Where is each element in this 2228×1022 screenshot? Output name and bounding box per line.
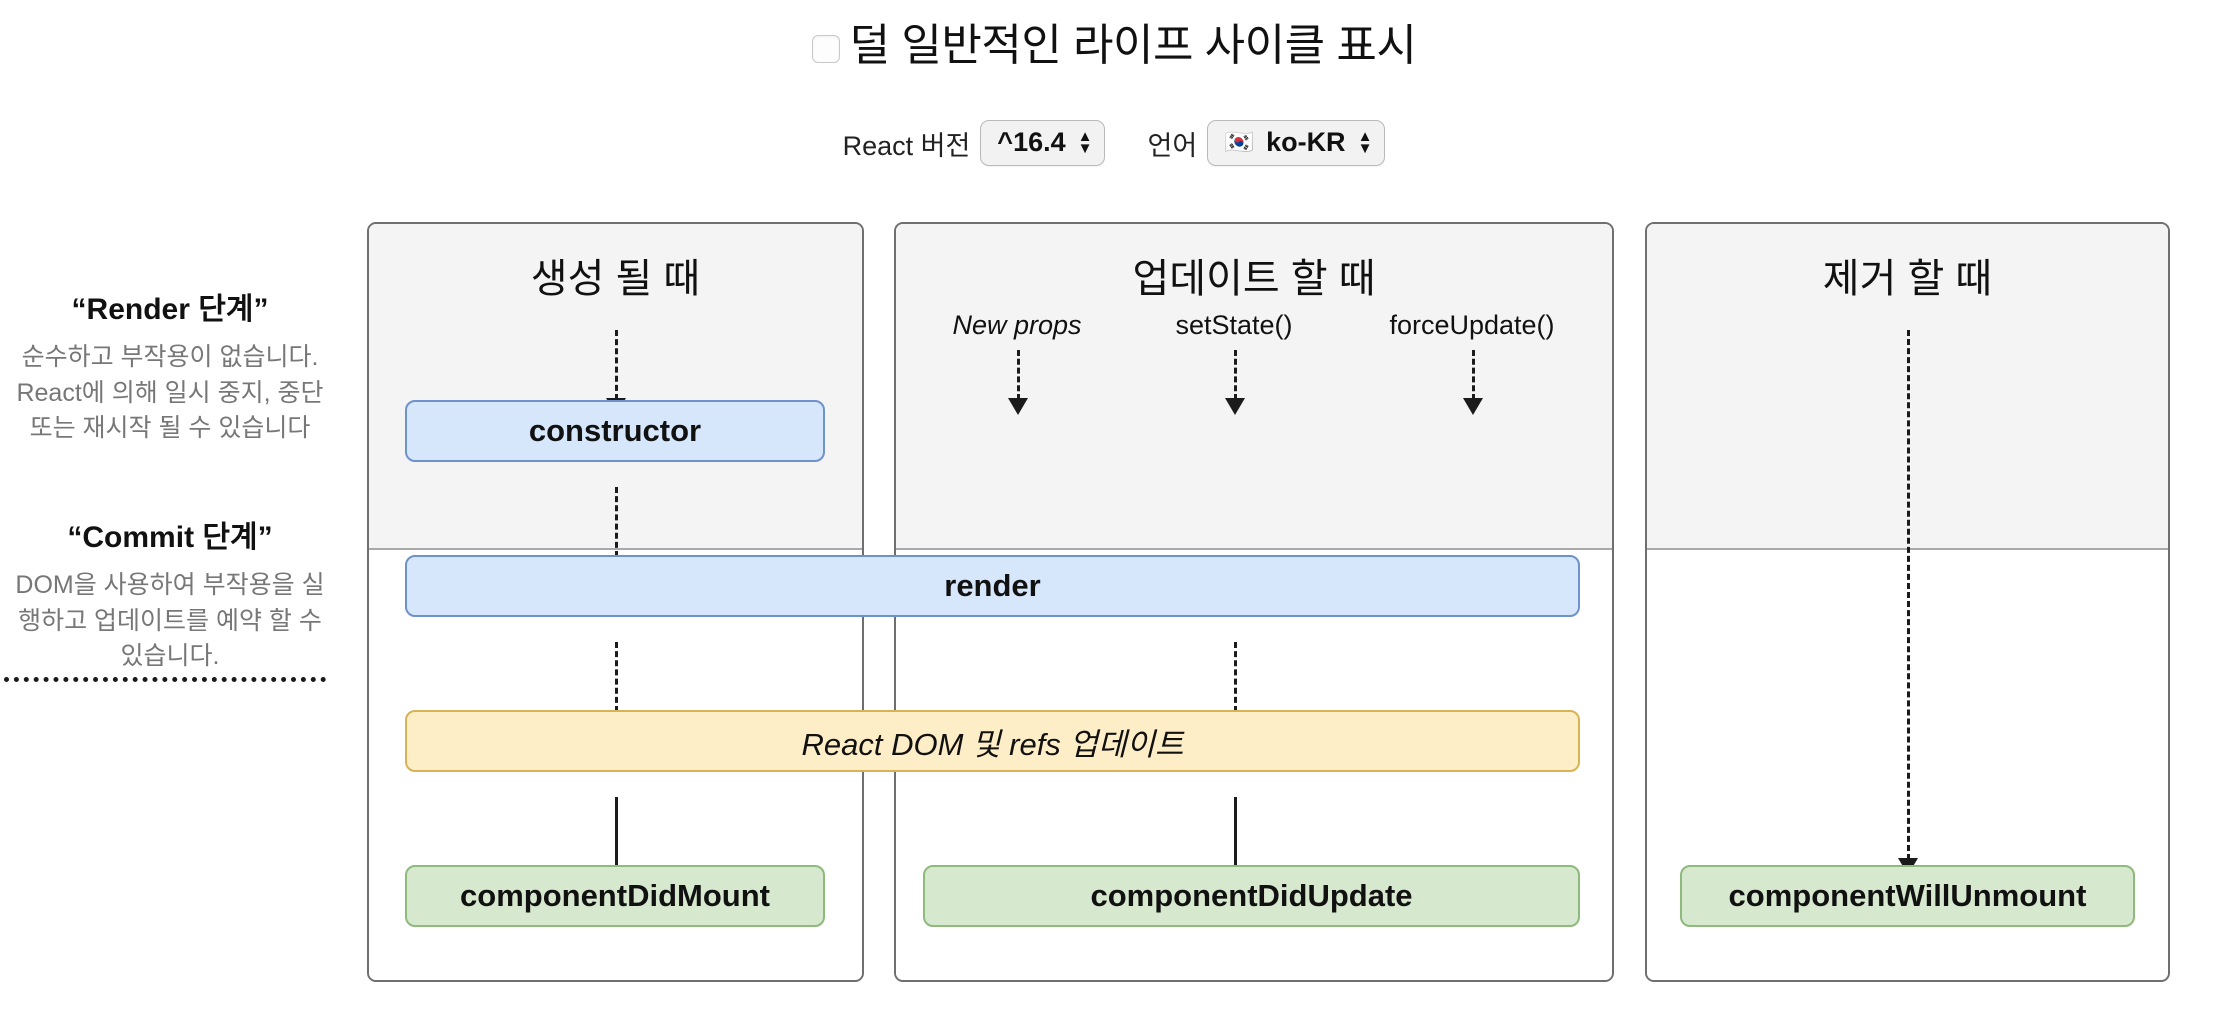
render-phase-legend: “Render 단계” 순수하고 부작용이 없습니다. React에 의해 일시…: [0, 284, 340, 447]
react-version-label: React 버전: [842, 130, 971, 161]
render-phase-description: 순수하고 부작용이 없습니다. React에 의해 일시 중지, 중단 또는 재…: [16, 343, 324, 442]
trigger-new-props: New props: [952, 310, 1082, 340]
render-phase-title: “Render 단계”: [71, 293, 269, 326]
lifecycle-diagram: “Render 단계” 순수하고 부작용이 없습니다. React에 의해 일시…: [0, 222, 2228, 1022]
arrow-newprops-to-render: [1008, 350, 1028, 415]
show-less-common-lifecycles-checkbox[interactable]: [811, 35, 840, 64]
arrow-forceupdate-to-render: [1463, 350, 1483, 415]
language-select[interactable]: 🇰🇷 ko-KR ▲ ▼: [1207, 120, 1386, 166]
phase-legend: “Render 단계” 순수하고 부작용이 없습니다. React에 의해 일시…: [0, 222, 340, 982]
arrow-render-to-reactdom-col1: [606, 642, 626, 727]
language-control: 언어 🇰🇷 ko-KR ▲ ▼: [1147, 120, 1386, 166]
language-value: ko-KR: [1266, 127, 1346, 157]
arrow-constructor-to-render: [606, 487, 626, 572]
chevron-up-icon: ▲: [1077, 128, 1093, 145]
trigger-force-update: forceUpdate(): [1389, 310, 1555, 340]
react-version-value: ^16.4: [997, 127, 1066, 157]
arrow-reactdom-to-didmount: [606, 797, 626, 882]
column-updating-title: 업데이트 할 때: [1132, 257, 1376, 301]
page-title[interactable]: 덜 일반적인 라이프 사이클 표시: [849, 21, 1417, 70]
column-unmounting-title: 제거 할 때: [1822, 257, 1993, 301]
phase-divider: [4, 677, 326, 682]
trigger-set-state: setState(): [1175, 310, 1293, 340]
arrow-to-constructor: [606, 330, 626, 415]
arrow-setstate-to-render: [1225, 350, 1245, 415]
chevron-up-icon: ▲: [1357, 128, 1373, 145]
react-version-control: React 버전 ^16.4 ▲ ▼: [843, 120, 1106, 166]
lifecycle-box-component-will-unmount[interactable]: componentWillUnmount: [1680, 865, 2135, 927]
flag-icon: 🇰🇷: [1224, 128, 1255, 156]
arrow-to-willunmount: [1898, 330, 1918, 875]
page-header: 덜 일반적인 라이프 사이클 표시 React 버전 ^16.4 ▲ ▼ 언어 …: [0, 0, 2228, 185]
commit-phase-title: “Commit 단계”: [67, 521, 273, 554]
lifecycle-box-component-did-mount[interactable]: componentDidMount: [405, 865, 825, 927]
lifecycle-box-constructor[interactable]: constructor: [405, 400, 825, 462]
react-version-select[interactable]: ^16.4 ▲ ▼: [980, 120, 1106, 166]
arrow-render-to-reactdom-col2: [1225, 642, 1245, 727]
chevron-down-icon: ▼: [1077, 140, 1093, 157]
lifecycle-box-render[interactable]: render: [405, 555, 1580, 617]
lifecycle-box-react-dom-refs: React DOM 및 refs 업데이트: [405, 710, 1580, 772]
lifecycle-box-component-did-update[interactable]: componentDidUpdate: [923, 865, 1580, 927]
title-row: 덜 일반적인 라이프 사이클 표시: [0, 21, 2228, 70]
controls-row: React 버전 ^16.4 ▲ ▼ 언어 🇰🇷 ko-KR ▲ ▼: [0, 120, 2228, 166]
commit-phase-legend: “Commit 단계” DOM을 사용하여 부작용을 실행하고 업데이트를 예약…: [0, 512, 340, 675]
spinner-icon[interactable]: ▲ ▼: [1357, 128, 1373, 157]
arrow-reactdom-to-didupdate: [1225, 797, 1245, 882]
column-updating-render-phase: [896, 224, 1612, 550]
language-label: 언어: [1147, 130, 1198, 161]
spinner-icon[interactable]: ▲ ▼: [1077, 128, 1093, 157]
column-mounting-title: 생성 될 때: [530, 257, 701, 301]
commit-phase-description: DOM을 사용하여 부작용을 실행하고 업데이트를 예약 할 수 있습니다.: [15, 571, 325, 670]
chevron-down-icon: ▼: [1357, 140, 1373, 157]
